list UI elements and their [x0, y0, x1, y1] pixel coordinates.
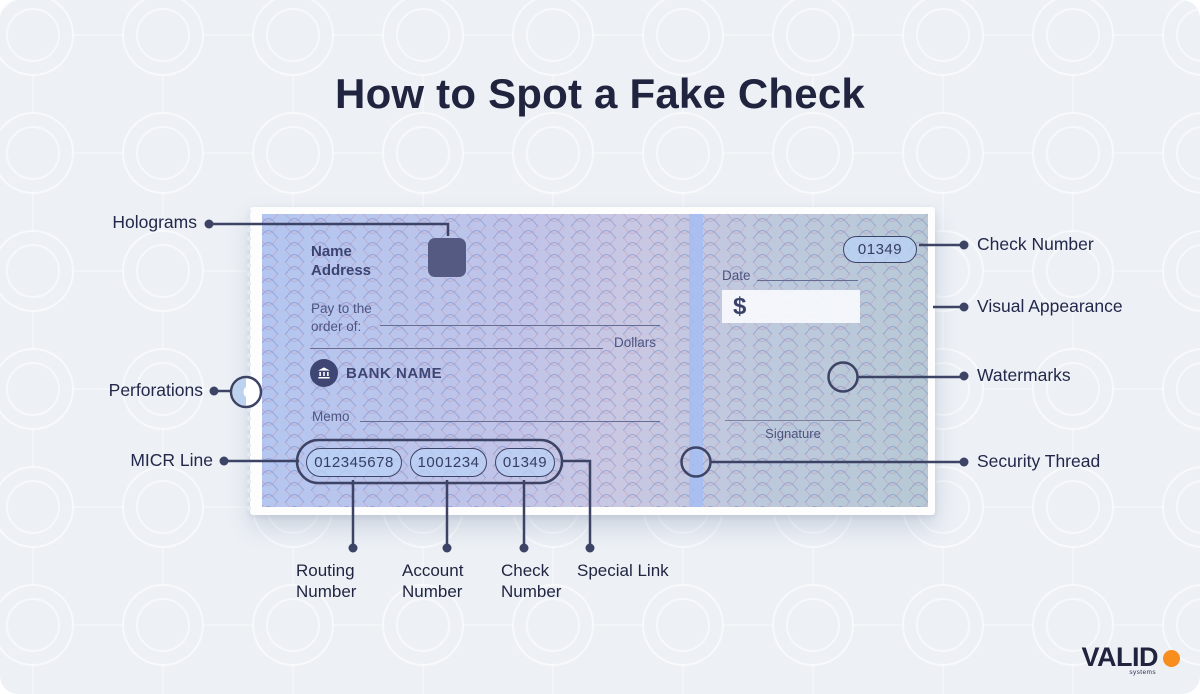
bank-building-glyph — [318, 367, 330, 379]
label-account-number: Account Number — [402, 561, 464, 601]
label-check-number: Check Number — [977, 234, 1094, 254]
signature-label: Signature — [765, 426, 821, 441]
account-holder-address: Address — [311, 262, 372, 279]
memo-line — [360, 421, 660, 422]
label-special-link: Special Link — [577, 561, 669, 580]
bank-name: BANK NAME — [346, 365, 443, 382]
label-watermarks: Watermarks — [977, 365, 1071, 385]
micr-check-number: 01349 — [495, 448, 555, 477]
micr-account-number: 1001234 — [410, 448, 487, 477]
amount-box: $ — [722, 290, 860, 323]
brand-sub-wordmark: systems — [1129, 669, 1156, 676]
brand-wordmark: VALID — [1081, 642, 1159, 672]
bank-icon — [310, 359, 338, 387]
account-holder-block: Name Address — [311, 242, 371, 280]
check-paper: Name Address Pay to the order of: Dollar… — [250, 207, 935, 515]
account-holder-name: Name — [311, 243, 352, 260]
dollar-sign: $ — [733, 292, 747, 320]
label-visual-appearance: Visual Appearance — [977, 296, 1123, 316]
security-thread-stripe — [689, 214, 703, 507]
signature-line — [725, 420, 861, 421]
label-security-thread: Security Thread — [977, 451, 1101, 471]
pay-to-label: Pay to the order of: — [311, 301, 372, 334]
brand-dot-icon — [1163, 650, 1180, 667]
payee-line — [380, 325, 660, 326]
date-line — [757, 280, 858, 281]
label-micr-line: MICR Line — [130, 450, 213, 470]
micr-routing-number: 012345678 — [306, 448, 402, 477]
hologram-square — [428, 238, 466, 277]
label-check-number-bottom: Check Number — [501, 561, 562, 601]
brand-logo: VALID — [1081, 642, 1180, 672]
page-title: How to Spot a Fake Check — [335, 70, 865, 117]
label-routing-number: Routing Number — [296, 561, 357, 601]
label-holograms: Holograms — [112, 212, 197, 232]
memo-label: Memo — [312, 409, 350, 424]
date-label: Date — [722, 268, 751, 283]
check-illustration: Name Address Pay to the order of: Dollar… — [262, 214, 928, 507]
check-number-pill: 01349 — [843, 236, 917, 263]
amount-words-line — [310, 348, 603, 349]
label-perforations: Perforations — [108, 380, 203, 400]
dollars-label: Dollars — [614, 335, 657, 350]
